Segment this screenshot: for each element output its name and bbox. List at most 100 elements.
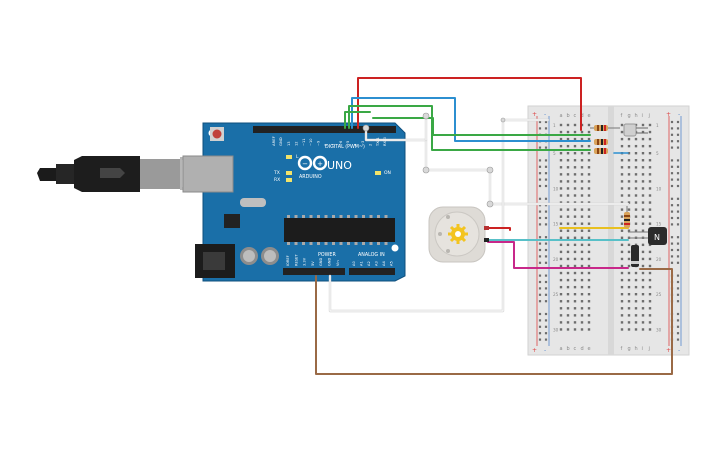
column-letter: f bbox=[621, 346, 623, 352]
usb-port bbox=[182, 155, 234, 193]
digital-pin-label: 7 bbox=[331, 144, 335, 146]
column-letter: d bbox=[581, 113, 584, 119]
wire-magenta[interactable] bbox=[487, 241, 629, 269]
wire-motor-red[interactable] bbox=[487, 227, 511, 231]
led-rx-label: RX bbox=[274, 177, 280, 183]
analog-pin-label: A4 bbox=[382, 261, 386, 266]
column-letter: a bbox=[560, 113, 563, 119]
analog-header[interactable] bbox=[349, 268, 395, 275]
digital-pin-label: ~6 bbox=[339, 140, 343, 146]
dc-motor-icon[interactable] bbox=[428, 206, 489, 263]
row-number: 25 bbox=[553, 292, 559, 297]
column-letter: j bbox=[648, 113, 650, 119]
digital-pin-label: 8 bbox=[324, 143, 328, 146]
column-letter: c bbox=[574, 346, 577, 352]
resistor-icon[interactable] bbox=[590, 125, 620, 131]
power-pin-label: 5V bbox=[311, 261, 315, 266]
column-letter: i bbox=[642, 113, 643, 119]
rail-minus-label-left-bottom: - bbox=[544, 347, 546, 354]
row-number: 20 bbox=[553, 257, 559, 262]
power-pin-label: 3.3V bbox=[303, 257, 307, 266]
arduino-logo-icon: − + bbox=[297, 155, 328, 171]
digital-pin-label: ~5 bbox=[346, 141, 350, 146]
row-number: 5 bbox=[656, 151, 659, 156]
led-on-label: ON bbox=[384, 170, 391, 176]
column-letter: g bbox=[628, 346, 631, 352]
led-component[interactable] bbox=[623, 123, 648, 137]
aref-label: AREF bbox=[271, 136, 276, 146]
column-letter: f bbox=[621, 113, 623, 119]
arduino-uno-board[interactable]: − + UNO ARDUINO DIGITAL (PWM~) POWER ANA… bbox=[182, 122, 406, 282]
led-tx-label: TX bbox=[273, 170, 280, 176]
column-letter: b bbox=[567, 113, 570, 119]
column-letter: g bbox=[628, 113, 631, 119]
model-label: UNO bbox=[327, 159, 352, 172]
digital-pin-label: 13 bbox=[287, 141, 291, 146]
column-letter: c bbox=[574, 113, 577, 119]
column-letter: j bbox=[648, 346, 650, 352]
led-l-label: L bbox=[296, 154, 299, 160]
wire-blue[interactable] bbox=[351, 97, 591, 142]
row-number: 30 bbox=[656, 327, 662, 332]
gear-icon bbox=[448, 224, 468, 244]
transistor-icon[interactable]: N bbox=[628, 227, 667, 245]
row-number: 20 bbox=[656, 257, 662, 262]
digital-header[interactable] bbox=[253, 126, 396, 133]
row-number: 1 bbox=[656, 123, 659, 128]
led-tx bbox=[286, 171, 292, 175]
analog-header-label: ANALOG IN bbox=[358, 252, 385, 258]
wire-red[interactable] bbox=[357, 77, 582, 131]
rail-plus-label-left: + bbox=[532, 111, 537, 118]
resistor-vertical[interactable] bbox=[624, 206, 630, 228]
digital-pin-label: ~10 bbox=[309, 138, 313, 146]
column-letter: d bbox=[581, 346, 584, 352]
column-letter: b bbox=[567, 346, 570, 352]
digital-pin-label: ~9 bbox=[317, 140, 321, 146]
column-letter: h bbox=[635, 346, 638, 352]
analog-pin-label: A5 bbox=[390, 261, 394, 266]
led-on bbox=[375, 171, 381, 175]
rail-plus-label-left-bottom: + bbox=[532, 347, 537, 354]
row-number: 1 bbox=[553, 123, 556, 128]
row-number: 10 bbox=[553, 186, 559, 191]
analog-pin-label: A2 bbox=[367, 261, 371, 266]
power-pin-label: IOREF bbox=[286, 255, 290, 266]
digital-pin-label: TX▸1 bbox=[376, 137, 380, 147]
row-number: 15 bbox=[656, 222, 662, 227]
reset-button[interactable] bbox=[210, 127, 224, 141]
power-header-label: POWER bbox=[318, 252, 336, 258]
row-number: 25 bbox=[656, 292, 662, 297]
wire-green-2[interactable] bbox=[348, 105, 591, 151]
power-pin-label: GND bbox=[328, 258, 332, 266]
digital-pin-label: 12 bbox=[294, 141, 298, 146]
analog-pin-label: A1 bbox=[360, 261, 364, 266]
atmega-chip bbox=[284, 218, 395, 242]
rail-plus-label-right-bottom: + bbox=[666, 347, 671, 354]
row-number: 5 bbox=[553, 151, 556, 156]
resistor-2[interactable] bbox=[594, 139, 608, 145]
digital-pin-label: ~3 bbox=[361, 141, 365, 146]
power-pin-label: RESET bbox=[294, 254, 298, 266]
power-header[interactable] bbox=[283, 268, 345, 275]
power-pin-label: Vin bbox=[336, 260, 340, 266]
column-letter: h bbox=[635, 113, 638, 119]
wire-brown[interactable] bbox=[315, 268, 673, 375]
digital-header-label: DIGITAL (PWM~) bbox=[325, 144, 365, 150]
rail-minus-label-right-bottom: - bbox=[678, 347, 680, 354]
resistor-3[interactable] bbox=[594, 148, 608, 154]
digital-pin-label: ~11 bbox=[302, 138, 306, 146]
digital-pin-label: 2 bbox=[368, 144, 372, 146]
analog-pin-label: A0 bbox=[352, 261, 356, 266]
svg-text:−: − bbox=[302, 160, 308, 168]
brand-label: ARDUINO bbox=[299, 174, 322, 180]
power-pin-label: GND bbox=[319, 258, 323, 266]
rail-minus-label-right: - bbox=[678, 111, 680, 118]
row-number: 10 bbox=[656, 186, 662, 191]
gnd-label: GND bbox=[278, 137, 283, 146]
row-number: 15 bbox=[553, 222, 559, 227]
rail-minus-label-left: - bbox=[544, 111, 546, 118]
diode-icon[interactable] bbox=[631, 245, 639, 267]
wire-green-1[interactable] bbox=[344, 111, 371, 129]
